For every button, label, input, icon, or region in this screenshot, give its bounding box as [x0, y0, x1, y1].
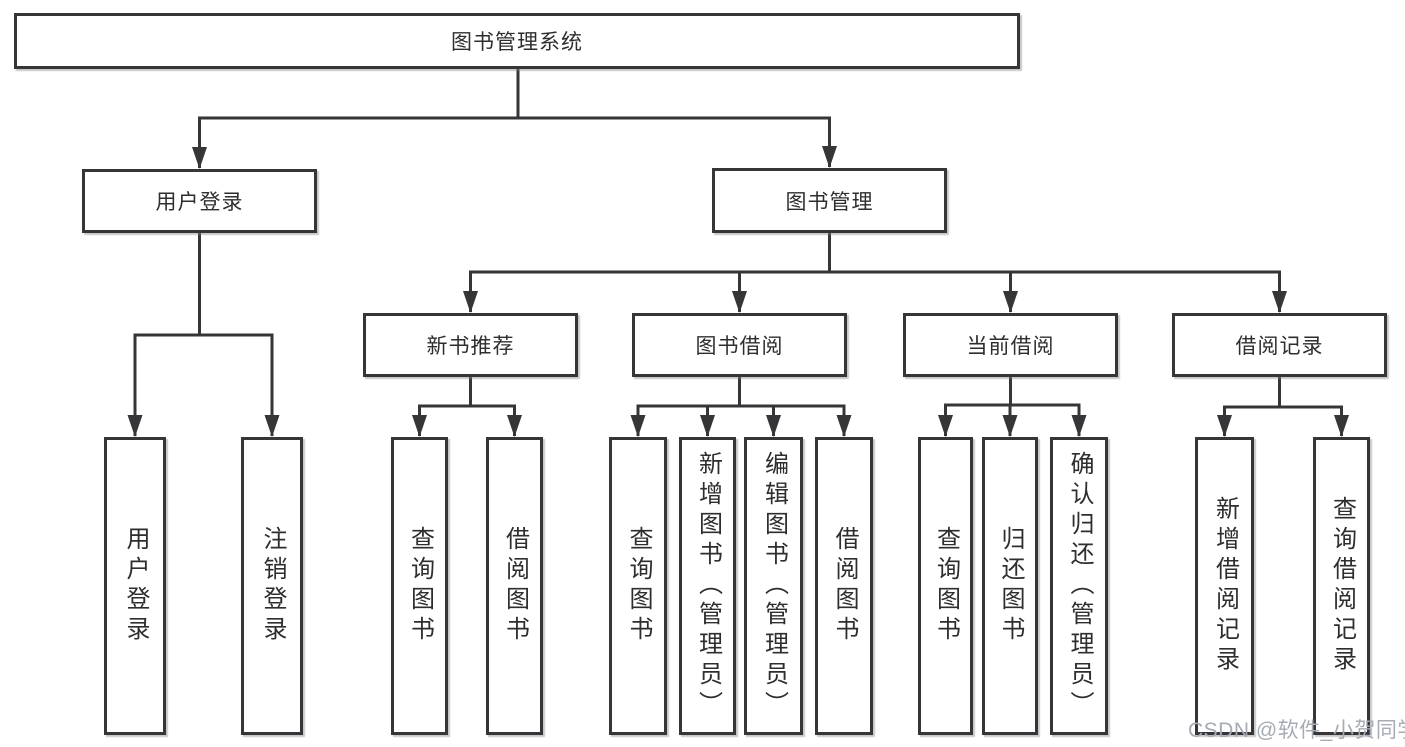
node-leaf-borrow-books-borrowing-label: 借阅图书: [831, 526, 858, 646]
node-leaf-edit-book-admin-label: 编辑图书（管理员）: [760, 451, 788, 721]
node-book-management-system-label: 图书管理系统: [451, 31, 583, 54]
node-leaf-borrow-books-recommend: 借阅图书: [486, 437, 543, 735]
node-borrowing-records: 借阅记录: [1172, 313, 1387, 377]
node-leaf-query-borrow-record-label: 查询借阅记录: [1328, 496, 1356, 676]
csdn-watermark: CSDN @软件_小贺同学: [1188, 719, 1405, 742]
node-leaf-confirm-return-admin: 确认归还（管理员）: [1050, 437, 1108, 735]
node-leaf-edit-book-admin: 编辑图书（管理员）: [744, 437, 803, 735]
node-leaf-confirm-return-admin-label: 确认归还（管理员）: [1066, 451, 1093, 721]
node-leaf-logout: 注销登录: [241, 437, 303, 735]
node-leaf-query-books-recommend: 查询图书: [391, 437, 448, 735]
node-leaf-add-book-admin: 新增图书（管理员）: [679, 437, 736, 735]
node-leaf-add-borrow-record-label: 新增借阅记录: [1211, 496, 1239, 676]
node-leaf-user-login: 用户登录: [104, 437, 166, 735]
node-leaf-user-login-label: 用户登录: [122, 526, 149, 646]
node-book-management: 图书管理: [712, 168, 947, 233]
node-book-management-label: 图书管理: [785, 190, 874, 214]
node-new-book-recommendation: 新书推荐: [363, 313, 578, 377]
node-leaf-query-books-recommend-label: 查询图书: [406, 526, 434, 646]
node-borrowing-records-label: 借阅记录: [1235, 335, 1324, 358]
node-book-management-system: 图书管理系统: [14, 13, 1020, 69]
node-leaf-logout-label: 注销登录: [259, 526, 286, 646]
node-leaf-add-borrow-record: 新增借阅记录: [1195, 437, 1254, 735]
node-book-borrowing: 图书借阅: [632, 313, 847, 377]
node-new-book-recommendation-label: 新书推荐: [426, 335, 515, 358]
node-leaf-query-books-current-label: 查询图书: [932, 526, 960, 646]
node-user-login: 用户登录: [82, 169, 317, 233]
node-leaf-borrow-books-recommend-label: 借阅图书: [501, 526, 529, 646]
node-leaf-query-books-current: 查询图书: [918, 437, 973, 735]
node-leaf-borrow-books-borrowing: 借阅图书: [815, 437, 873, 735]
node-leaf-query-books-borrowing: 查询图书: [609, 437, 667, 735]
node-leaf-add-book-admin-label: 新增图书（管理员）: [694, 451, 722, 721]
node-leaf-query-books-borrowing-label: 查询图书: [625, 526, 652, 646]
node-book-borrowing-label: 图书借阅: [695, 335, 784, 358]
node-leaf-return-book-label: 归还图书: [997, 526, 1024, 646]
node-user-login-label: 用户登录: [155, 191, 244, 214]
node-current-borrowing: 当前借阅: [903, 313, 1118, 377]
node-leaf-query-borrow-record: 查询借阅记录: [1313, 437, 1370, 735]
node-leaf-return-book: 归还图书: [982, 437, 1038, 735]
node-current-borrowing-label: 当前借阅: [966, 335, 1055, 358]
